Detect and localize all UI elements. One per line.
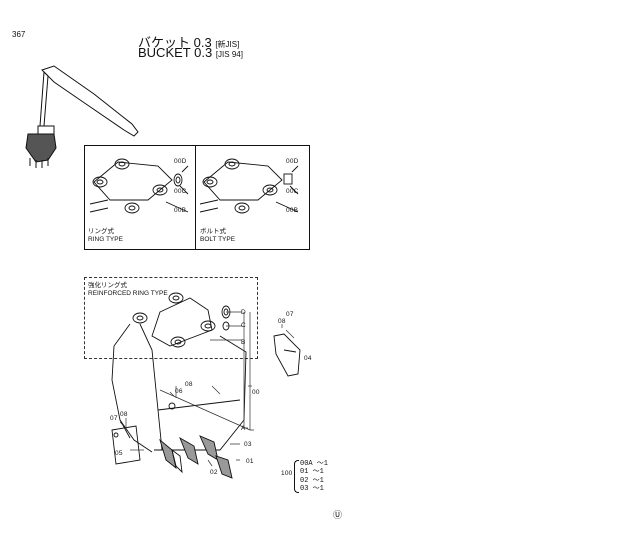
page-number: 367 (12, 30, 26, 39)
title-en-text: BUCKET 0.3 (138, 45, 213, 60)
bolt-label-00d: 00D (286, 158, 299, 165)
reinforced-frame (84, 277, 258, 359)
assembly-row: 01 ～1 (300, 468, 324, 477)
ring-caption-jp: リング式 (88, 228, 114, 235)
assembly-row: 03 ～1 (300, 484, 324, 493)
letter-d: D (241, 309, 246, 316)
callout-07-left: 07 (110, 415, 118, 422)
title-japanese: バケット 0.3 [新JIS] (138, 32, 239, 51)
letter-b: B (241, 339, 246, 346)
ring-label-00c: 00C (174, 188, 187, 195)
assembly-row: 00A ～1 (300, 460, 329, 468)
assembly-row: 02 ～1 (300, 476, 324, 485)
title-jp-tag: [新JIS] (215, 40, 240, 49)
assembly-number: 100 (281, 470, 293, 477)
excavator-thumbnail (25, 65, 139, 168)
callout-07-top: 07 (286, 311, 294, 318)
bolt-caption-en: BOLT TYPE (200, 236, 236, 243)
callout-06: 06 (175, 388, 183, 395)
mount-type-panel (84, 145, 310, 250)
callout-02: 02 (210, 469, 218, 476)
callout-05: 05 (115, 450, 123, 457)
title-english: BUCKET 0.3 [JIS 94] (138, 45, 243, 60)
callout-01: 01 (246, 458, 254, 465)
reinforced-caption-jp: 強化リング式 (88, 282, 127, 289)
bolt-caption-jp: ボルト式 (200, 228, 226, 235)
panel-divider (195, 146, 196, 249)
ring-caption-en: RING TYPE (88, 236, 123, 243)
letter-a: A (241, 425, 246, 432)
callout-08-top: 08 (278, 318, 286, 325)
callout-08-left: 08 (120, 411, 128, 418)
assembly-list: 00A ～1 01 ～1 02 ～1 03 ～1 (300, 460, 328, 493)
assembly-brace (294, 460, 299, 493)
callout-03: 03 (244, 441, 252, 448)
ring-label-00d: 00D (174, 158, 187, 165)
ring-label-00b: 00B (174, 207, 187, 214)
ring-type-drawing (89, 158, 189, 214)
reinforced-caption-en: REINFORCED RING TYPE (88, 290, 168, 297)
callout-04: 04 (304, 355, 312, 362)
bolt-type-drawing (199, 158, 299, 214)
callout-00: 00 (252, 389, 260, 396)
letter-c: C (241, 322, 246, 329)
bolt-label-00b: 00B (286, 207, 299, 214)
title-en-tag: [JIS 94] (215, 50, 243, 59)
footer-mark: Ⓤ (333, 510, 343, 520)
title-jp-text: バケット 0.3 (138, 35, 212, 50)
bolt-label-00c: 00C (286, 188, 299, 195)
callout-08-mid: 08 (185, 381, 193, 388)
bucket-exploded-view (111, 292, 301, 479)
